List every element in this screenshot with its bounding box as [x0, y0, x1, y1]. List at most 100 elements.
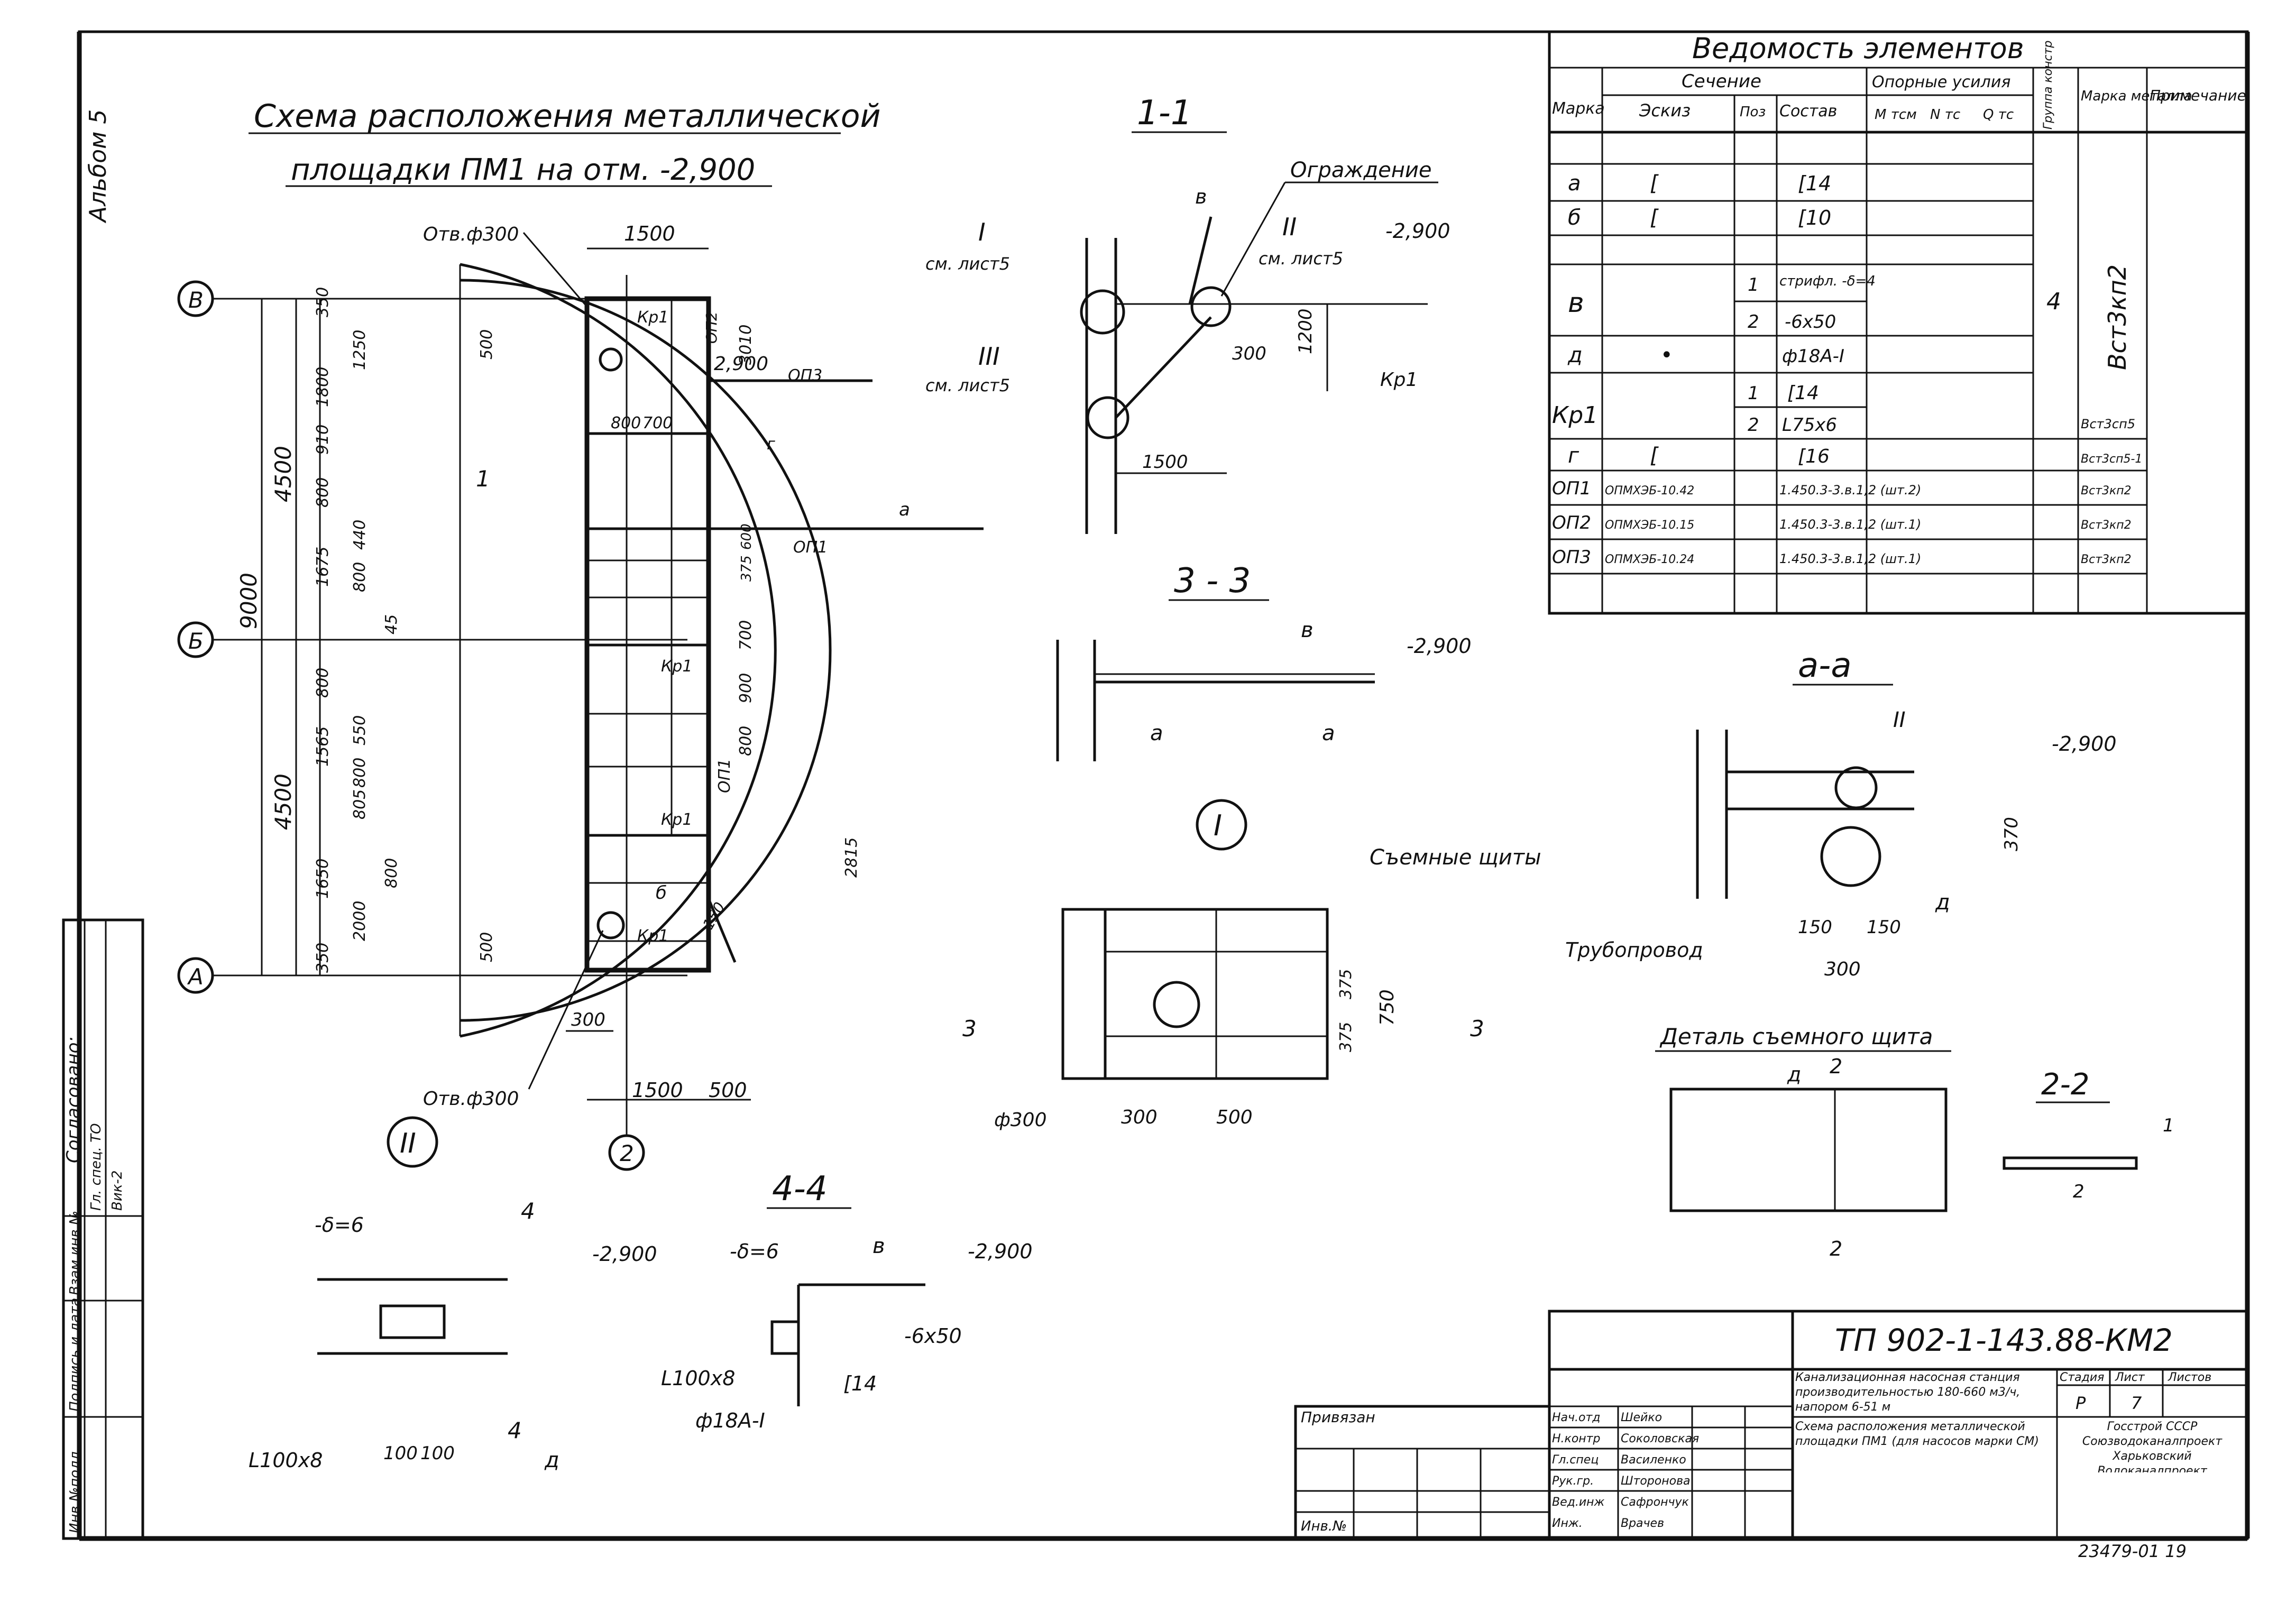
svg-text:Инж.: Инж. — [1552, 1517, 1583, 1530]
svg-text:б: б — [1568, 206, 1581, 230]
callout-circle-II — [1190, 286, 1232, 327]
svg-text:Q тс: Q тс — [1983, 107, 2014, 123]
svg-text:[14: [14 — [1787, 382, 1819, 404]
svg-text:2: 2 — [2073, 1181, 2084, 1202]
svg-text:-2,900: -2,900 — [1407, 634, 1472, 658]
svg-text:-2,900: -2,900 — [1385, 219, 1450, 243]
svg-text:4500: 4500 — [270, 446, 296, 502]
svg-text:II: II — [400, 1128, 416, 1159]
agreed-label: Согласовано: — [63, 1036, 84, 1163]
svg-text:Кр1: Кр1 — [1380, 369, 1418, 391]
stamp-col-inv: Инв.№подл. — [67, 1447, 83, 1533]
svg-text:Состав: Состав — [1779, 102, 1837, 121]
svg-text:Врачев: Врачев — [1621, 1517, 1664, 1530]
svg-text:-6x50: -6x50 — [904, 1324, 962, 1348]
svg-text:[14: [14 — [843, 1372, 877, 1395]
svg-text:д: д — [1935, 890, 1950, 915]
svg-text:300: 300 — [1824, 959, 1861, 980]
svg-text:Кр1: Кр1 — [661, 657, 692, 676]
svg-text:Отв.ф300: Отв.ф300 — [423, 224, 519, 245]
svg-text:Эскиз: Эскиз — [1639, 100, 1691, 121]
svg-text:Стадия: Стадия — [2060, 1371, 2104, 1384]
svg-text:910: 910 — [314, 425, 332, 455]
spec-row: б [ [10 — [1568, 206, 1831, 230]
svg-text:см. лист5: см. лист5 — [1259, 248, 1343, 269]
svg-text:150: 150 — [1798, 917, 1832, 938]
svg-text:1200: 1200 — [1295, 308, 1316, 354]
svg-text:350: 350 — [314, 943, 332, 973]
svg-text:Поз: Поз — [1740, 104, 1766, 120]
svg-text:Шторонова: Шторонова — [1621, 1475, 1691, 1488]
svg-text:б: б — [656, 882, 667, 904]
archive-number: 23479-01 19 — [2078, 1541, 2187, 1561]
svg-text:II: II — [1282, 213, 1297, 241]
svg-text:45: 45 — [382, 614, 401, 634]
svg-text:4-4: 4-4 — [772, 1169, 828, 1209]
svg-text:ОП3: ОП3 — [1552, 547, 1591, 568]
spec-row: ОП2 ОПМХЭБ-10.15 1.450.3-3.в.1,2 (шт.1) … — [1552, 512, 2132, 533]
svg-text:Кр1: Кр1 — [661, 810, 692, 829]
svg-text:[: [ — [1650, 444, 1659, 468]
svg-text:ОПМХЭБ-10.42: ОПМХЭБ-10.42 — [1605, 484, 1694, 498]
svg-text:Н.контр: Н.контр — [1552, 1432, 1600, 1445]
svg-text:Соколовская: Соколовская — [1621, 1432, 1699, 1445]
svg-text:300: 300 — [1121, 1107, 1158, 1128]
svg-text:•: • — [1660, 343, 1673, 367]
svg-text:1500: 1500 — [1142, 452, 1188, 473]
svg-text:800: 800 — [382, 858, 401, 888]
svg-text:-2,900: -2,900 — [592, 1242, 657, 1266]
svg-text:1: 1 — [1748, 383, 1759, 404]
svg-text:ОПМХЭБ-10.24: ОПМХЭБ-10.24 — [1605, 553, 1694, 566]
svg-text:Примечание: Примечание — [2150, 87, 2246, 104]
svg-text:ОП1: ОП1 — [715, 759, 734, 793]
svg-text:ОПМХЭБ-10.15: ОПМХЭБ-10.15 — [1605, 519, 1694, 532]
svg-text:100: 100 — [420, 1443, 455, 1464]
svg-text:см. лист5: см. лист5 — [925, 254, 1010, 274]
svg-text:100: 100 — [383, 1443, 418, 1464]
project-name: Канализационная насосная станция произво… — [1795, 1371, 2021, 1414]
svg-text:3: 3 — [1470, 1016, 1484, 1042]
section-1-1: 1-1 I см. лист5 II см. лист5 III см. лис… — [925, 94, 1450, 534]
organization: Госстрой СССР Союзводоканалпроект Харько… — [2082, 1420, 2222, 1472]
svg-text:1.450.3-3.в.1,2 (шт.1): 1.450.3-3.в.1,2 (шт.1) — [1779, 517, 1921, 532]
svg-text:N тс: N тс — [1930, 107, 1960, 123]
detail-II: II -δ=6 -2,900 L100x8 100 100 д 4 4 — [249, 1116, 657, 1472]
svg-text:L100x8: L100x8 — [661, 1367, 735, 1390]
svg-text:1800: 1800 — [314, 367, 332, 407]
steel-merged: Вст3кп2 — [2103, 264, 2132, 370]
svg-text:4: 4 — [521, 1198, 535, 1224]
svg-text:2815: 2815 — [842, 837, 861, 878]
svg-text:в: в — [873, 1234, 885, 1258]
svg-text:Группа констр: Группа констр — [2042, 41, 2055, 130]
spec-row: в 1 стрифл. -δ=4 2 -6x50 — [1568, 273, 1876, 333]
svg-text:ОП3: ОП3 — [788, 366, 822, 385]
svg-text:Лист: Лист — [2115, 1371, 2145, 1384]
svg-text:800: 800 — [314, 668, 332, 698]
svg-text:Василенко: Василенко — [1621, 1453, 1686, 1467]
spec-row: Кр1 1 [14 Вст3сп5 2 L75x6 — [1552, 382, 2135, 436]
group-value: 4 — [2046, 288, 2061, 315]
svg-text:д: д — [1567, 343, 1583, 367]
svg-text:Инв.№: Инв.№ — [1301, 1518, 1347, 1534]
svg-text:а-а: а-а — [1798, 646, 1852, 685]
svg-text:г: г — [767, 435, 775, 454]
svg-text:300: 300 — [1232, 343, 1266, 364]
svg-text:в: в — [1195, 185, 1207, 208]
svg-text:L100x8: L100x8 — [249, 1449, 323, 1472]
svg-text:Привязан: Привязан — [1301, 1408, 1375, 1426]
svg-text:375: 375 — [1337, 969, 1355, 999]
svg-text:4: 4 — [508, 1417, 522, 1443]
svg-text:800: 800 — [351, 562, 369, 592]
svg-text:1.450.3-3.в.1,2 (шт.1): 1.450.3-3.в.1,2 (шт.1) — [1779, 551, 1921, 566]
svg-text:I: I — [1214, 809, 1222, 842]
svg-text:L75x6: L75x6 — [1782, 414, 1837, 436]
svg-text:Вст3кп2: Вст3кп2 — [2081, 484, 2132, 498]
svg-text:1565: 1565 — [314, 726, 332, 767]
svg-text:2,900: 2,900 — [714, 353, 768, 375]
svg-text:700: 700 — [642, 414, 673, 432]
svg-text:370: 370 — [2001, 817, 2022, 851]
stamp-row-1: Гл. спец. ТО — [88, 1123, 104, 1211]
sheet-title: Схема расположения металлической площадк… — [1795, 1420, 2039, 1448]
svg-text:[10: [10 — [1798, 206, 1831, 229]
